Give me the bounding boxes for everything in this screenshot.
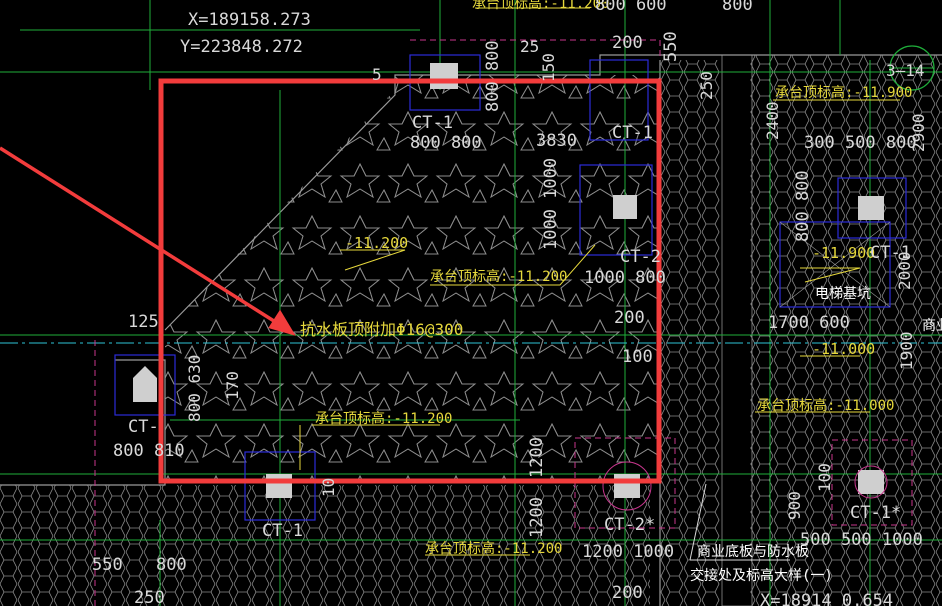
section-marker-label: 3—14 xyxy=(886,61,925,80)
dim-1900: 1900 xyxy=(897,331,916,370)
coord-y-top: Y=223848.272 xyxy=(180,37,303,57)
detail-callout-lines xyxy=(689,483,790,561)
elev-top-cut: 承台顶标高:-11.200 xyxy=(472,0,609,12)
dim-100: 100 xyxy=(622,347,653,367)
pile-cap-ct1-far-right-top[interactable] xyxy=(837,177,907,239)
pile-cap-ct1-top[interactable] xyxy=(409,54,481,111)
shop-label: 商业 xyxy=(922,318,942,334)
cap-ct1-top-dims: 800 800 xyxy=(410,133,482,153)
dim-200-a: 200 xyxy=(612,33,643,53)
cap-ct2-mid-name: CT-2 xyxy=(620,247,661,267)
dim-10-vert: 10 xyxy=(319,478,338,497)
dim-5: 5 xyxy=(372,65,382,84)
coord-x-top: X=189158.273 xyxy=(188,10,311,30)
slab-hatch-region xyxy=(0,54,942,606)
dim-300-500-800: 300 500 800 xyxy=(804,133,917,153)
dim-100-vert-r: 100 xyxy=(815,463,834,492)
dim-2400: 2400 xyxy=(763,101,782,140)
dim-250-vert: 250 xyxy=(697,71,716,100)
cap-ct1-far-right-top-name: CT-1 xyxy=(870,243,911,263)
pile-cap-ct1-left[interactable] xyxy=(114,354,176,416)
cap-ct1-bottom-name: CT-1 xyxy=(262,521,303,541)
dim-800-810: 800 810 xyxy=(113,441,185,461)
cap-ct1-far-right-bottom-name: CT-1* xyxy=(850,503,901,523)
elevator-pit-label: 电梯基坑 xyxy=(815,285,871,302)
cap-ct2-bottom-name: CT-2* xyxy=(604,515,655,535)
cap-ct1-right-name: CT-1 xyxy=(612,123,653,143)
pile-cap-ct2-bottom[interactable] xyxy=(602,461,652,511)
dim-800-630: 800 630 xyxy=(185,355,204,422)
dim-800-bl: 800 xyxy=(156,555,187,575)
dim-800-800-vert: 800 800 xyxy=(483,40,503,112)
dim-1700-600: 1700 600 xyxy=(768,313,850,333)
elevator-pit[interactable] xyxy=(779,221,891,308)
cap-ct1-left-name: CT- xyxy=(128,417,159,437)
dim-1200-vert-b: 1200 xyxy=(527,497,547,538)
elev-right-mid: -11.900 xyxy=(812,244,875,262)
dim-500-500-1000: 500 500 1000 xyxy=(800,530,923,550)
dim-125: 125 xyxy=(128,312,159,332)
elev-lower-cap: 承台顶标高:-11.200 xyxy=(315,410,452,427)
coord-x-bottom: X=18914 0.654 xyxy=(760,591,893,606)
dim-1200-1000: 1200 1000 xyxy=(582,542,674,562)
dim-200-b: 200 xyxy=(614,308,645,328)
dim-170: 170 xyxy=(223,371,242,400)
text-layer: X=189158.273 Y=223848.272 X=18914 0.654 … xyxy=(92,0,942,606)
dim-250-bl: 250 xyxy=(134,588,165,606)
dim-1000-800: 1000 800 xyxy=(584,268,666,288)
pile-cap-ct1-right-top[interactable] xyxy=(589,59,649,141)
dim-800-top-right: 800 xyxy=(722,0,753,15)
dim-1200-vert: 1200 xyxy=(527,437,547,478)
dim-3830: 3830 xyxy=(536,131,577,151)
dim-800-600-top: 800 600 xyxy=(595,0,667,15)
pile-cap-ct2-mid[interactable] xyxy=(579,164,653,256)
elev-mid: -11.200 xyxy=(345,234,408,252)
dim-25: 25 xyxy=(520,37,539,56)
dim-1000-1000-vert: 1000 1000 xyxy=(541,158,561,250)
section-marker[interactable] xyxy=(889,45,935,91)
pile-cap-ct1-bottom[interactable] xyxy=(244,451,316,521)
dim-2000: 2000 xyxy=(895,251,914,290)
dim-550: 550 xyxy=(92,555,123,575)
pile-cap-ct1-far-right-bottom[interactable] xyxy=(854,465,888,499)
dim-800-800-right: 800 800 xyxy=(793,170,813,242)
elevation-leaders xyxy=(299,7,900,556)
detail-title-1: 商业底板与防水板 xyxy=(697,544,809,560)
elev-right-lower: -11.000 xyxy=(812,340,875,358)
elev-right-top: 承台顶标高:-11.900 xyxy=(775,84,912,101)
selection-box[interactable] xyxy=(158,78,662,484)
elev-mid-cap: 承台顶标高:-11.200 xyxy=(430,268,567,285)
elev-right-bottom: 承台顶标高:-11.000 xyxy=(757,397,894,414)
dim-900-vert: 900 xyxy=(785,491,804,520)
dim-550-vert: 550 xyxy=(661,31,681,62)
red-arrow xyxy=(0,146,296,336)
dim-2900: 2900 xyxy=(909,113,928,152)
dim-150-vert: 150 xyxy=(539,53,558,82)
detail-title-2: 交接处及标高大样(一) xyxy=(690,567,833,584)
elev-bottom-cap: 承台顶标高:-11.200 xyxy=(425,540,562,557)
rebar-note: 抗水板顶附加Φ16@300 xyxy=(300,320,463,339)
cap-ct1-top-name: CT-1 xyxy=(412,113,453,133)
dim-200-bottom: 200 xyxy=(612,583,643,603)
